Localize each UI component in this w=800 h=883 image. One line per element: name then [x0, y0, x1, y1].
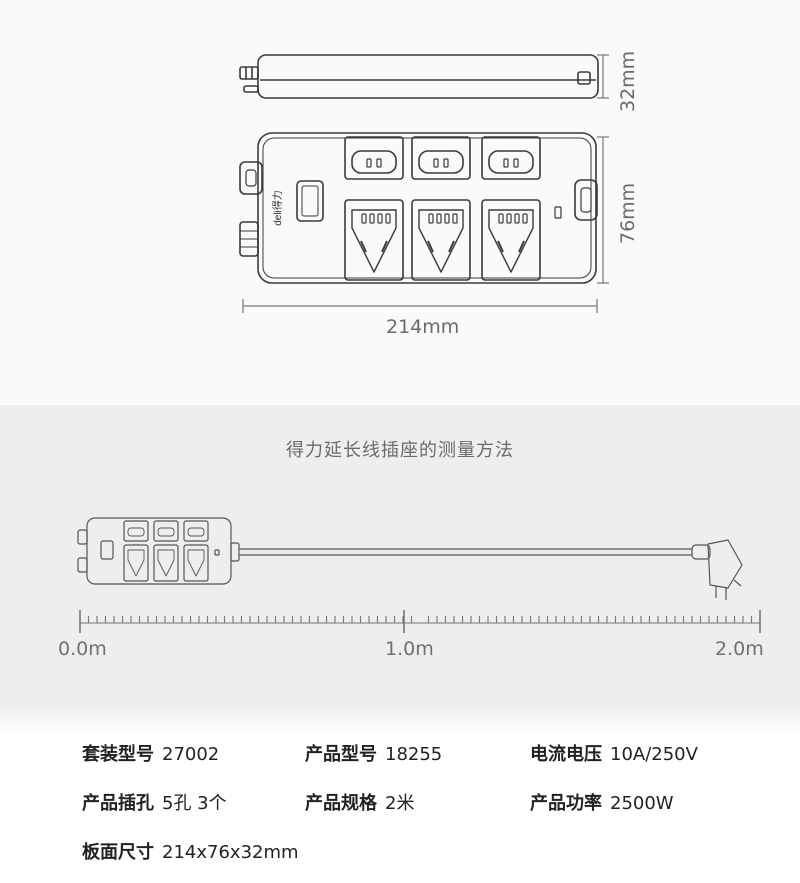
- spec-power: 产品功率 2500W: [530, 789, 674, 815]
- spec-size-value: 2米: [385, 793, 415, 814]
- spec-power-value: 2500W: [610, 793, 674, 814]
- spec-voltage-value: 10A/250V: [610, 744, 698, 765]
- spec-panel-size-value: 214x76x32mm: [162, 842, 299, 863]
- spec-panel-size: 板面尺寸 214x76x32mm: [82, 838, 299, 864]
- top-view: [239, 132, 598, 284]
- spec-panel-size-label: 板面尺寸: [82, 842, 154, 863]
- measuring-scale: [79, 610, 761, 633]
- scale-end-label: 2.0m: [715, 638, 764, 660]
- spec-size: 产品规格 2米: [305, 789, 414, 815]
- power-cord: [239, 544, 711, 560]
- length-dimension-label: 214mm: [386, 316, 460, 338]
- spec-set-model-value: 27002: [162, 744, 220, 765]
- length-dimension-line: [242, 299, 598, 313]
- measurement-title: 得力延长线插座的测量方法: [286, 440, 514, 461]
- two-pin-socket-row: [344, 136, 541, 180]
- spec-product-model: 产品型号 18255: [305, 740, 442, 766]
- spec-holes-value: 5孔 3个: [162, 793, 227, 814]
- panel-fade: [0, 705, 800, 735]
- spec-product-model-label: 产品型号: [305, 744, 377, 765]
- spec-product-model-value: 18255: [385, 744, 443, 765]
- width-dimension-line: [597, 136, 609, 284]
- spec-set-model: 套装型号 27002: [82, 740, 219, 766]
- spec-power-label: 产品功率: [530, 793, 602, 814]
- five-hole-socket-row: [344, 199, 541, 281]
- spec-set-model-label: 套装型号: [82, 744, 154, 765]
- scale-mid-label: 1.0m: [385, 638, 434, 660]
- small-power-strip: [77, 517, 240, 585]
- spec-holes-label: 产品插孔: [82, 793, 154, 814]
- spec-size-label: 产品规格: [305, 793, 377, 814]
- height-dimension-line: [597, 54, 609, 99]
- spec-holes: 产品插孔 5孔 3个: [82, 789, 227, 815]
- side-view: [239, 54, 599, 99]
- brand-logo: deli得力: [271, 190, 284, 226]
- spec-voltage-label: 电流电压: [530, 744, 602, 765]
- plug: [707, 539, 743, 600]
- scale-start-label: 0.0m: [58, 638, 107, 660]
- height-dimension-label: 32mm: [617, 50, 639, 112]
- top-diagram-panel: [0, 0, 800, 405]
- spec-voltage: 电流电压 10A/250V: [530, 740, 698, 766]
- width-dimension-label: 76mm: [617, 182, 639, 244]
